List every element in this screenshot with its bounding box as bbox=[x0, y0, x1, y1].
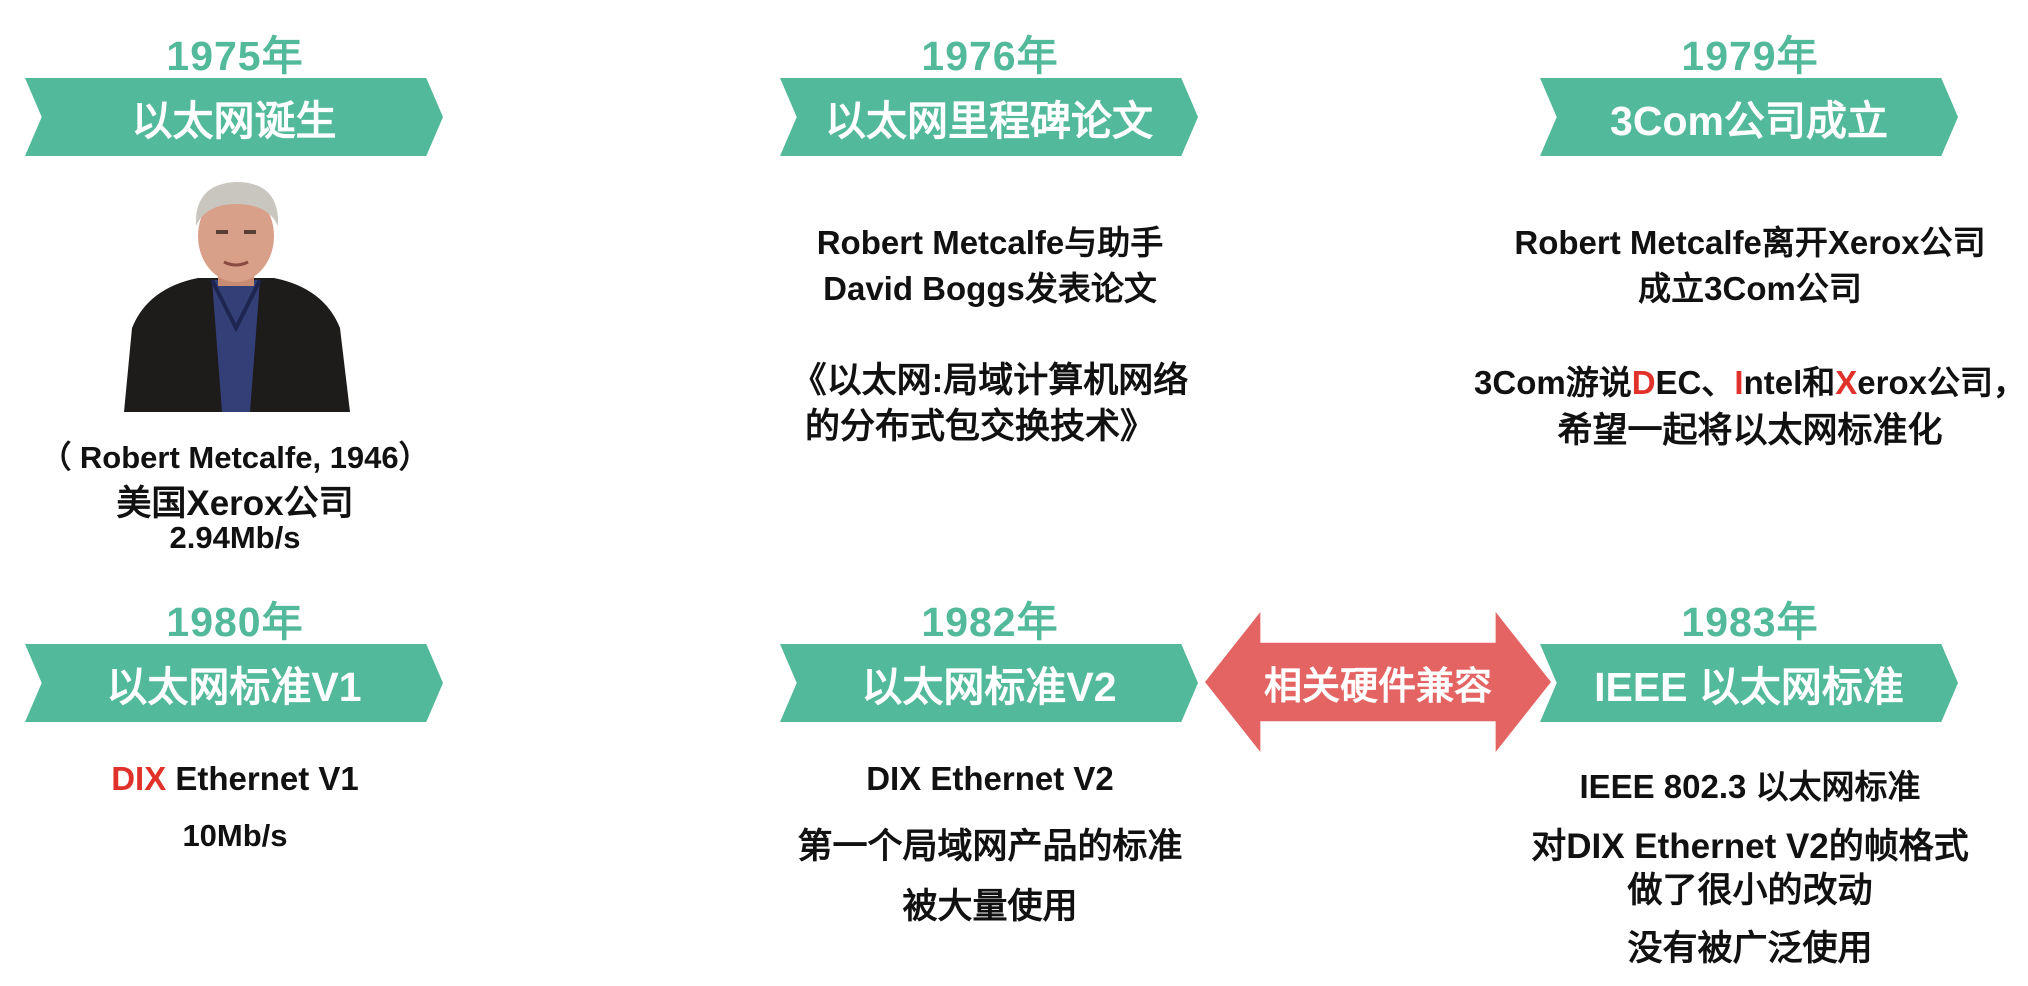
compatibility-label: 相关硬件兼容 bbox=[1263, 665, 1492, 708]
year-1980: 1980年 bbox=[166, 599, 304, 645]
metcalfe-left-xerox: Robert Metcalfe离开Xerox公司 bbox=[1514, 224, 1986, 261]
year-1979: 1979年 bbox=[1681, 33, 1819, 79]
frame-format-line: 对DIX Ethernet V2的帧格式 bbox=[1531, 827, 1969, 866]
founded-3com: 成立3Com公司 bbox=[1638, 270, 1862, 307]
minor-change-line: 做了很小的改动 bbox=[1627, 871, 1873, 910]
banner-1983-label: IEEE 以太网标准 bbox=[1594, 664, 1904, 710]
banner-1980: 以太网标准V1 bbox=[25, 644, 443, 722]
widely-used: 被大量使用 bbox=[902, 887, 1078, 926]
intel-initial: I bbox=[1734, 364, 1744, 401]
dix-v1-rest: Ethernet V1 bbox=[166, 760, 359, 797]
paper-authors-line: Robert Metcalfe与助手 bbox=[816, 224, 1164, 261]
dec-initial: D bbox=[1631, 364, 1656, 401]
banner-1976-label: 以太网里程碑论文 bbox=[825, 98, 1153, 144]
year-1983: 1983年 bbox=[1681, 599, 1819, 645]
banner-1979: 3Com公司成立 bbox=[1540, 78, 1958, 156]
year-1975: 1975年 bbox=[166, 33, 304, 79]
banner-1983: IEEE 以太网标准 bbox=[1540, 644, 1958, 722]
company-xerox: 美国Xerox公司 bbox=[116, 484, 354, 523]
ieee-8023-line: IEEE 802.3 以太网标准 bbox=[1579, 768, 1921, 805]
lobby-line: 3Com游说DEC、Intel和Xerox公司， bbox=[1450, 356, 2028, 404]
intel-rest: ntel和 bbox=[1743, 364, 1836, 401]
photo-caption: （ Robert Metcalfe, 1946） bbox=[40, 440, 430, 475]
first-lan-standard: 第一个局域网产品的标准 bbox=[797, 827, 1183, 866]
year-1982: 1982年 bbox=[921, 599, 1059, 645]
speed-10: 10Mb/s bbox=[182, 818, 288, 853]
lobby-prefix: 3Com游说 bbox=[1474, 364, 1632, 401]
banner-1980-label: 以太网标准V1 bbox=[106, 664, 362, 710]
dix-highlight: DIX bbox=[111, 760, 167, 797]
dix-v2-line: DIX Ethernet V2 bbox=[866, 760, 1114, 797]
speed-294: 2.94Mb/s bbox=[169, 520, 301, 555]
dix-v1-line: DIX Ethernet V1 bbox=[0, 760, 515, 798]
xerox-initial: X bbox=[1835, 364, 1858, 401]
paper-title-line1: 《以太网:局域计算机网络 bbox=[791, 361, 1189, 400]
dec-rest: EC、 bbox=[1655, 364, 1735, 401]
compatibility-double-arrow: 相关硬件兼容 bbox=[1205, 612, 1551, 752]
year-1976: 1976年 bbox=[921, 33, 1059, 79]
not-widely-used-line: 没有被广泛使用 bbox=[1627, 929, 1873, 968]
robert-metcalfe-photo bbox=[118, 178, 354, 412]
banner-1975-label: 以太网诞生 bbox=[131, 98, 337, 144]
banner-1982-label: 以太网标准V2 bbox=[861, 664, 1117, 710]
xerox-rest: erox公司， bbox=[1857, 364, 2026, 401]
banner-1982: 以太网标准V2 bbox=[780, 644, 1198, 722]
paper-title-line2: 的分布式包交换技术》 bbox=[804, 407, 1155, 446]
banner-1979-label: 3Com公司成立 bbox=[1610, 98, 1888, 144]
banner-1976: 以太网里程碑论文 bbox=[780, 78, 1198, 156]
banner-1975: 以太网诞生 bbox=[25, 78, 443, 156]
standardize-line: 希望一起将以太网标准化 bbox=[1557, 411, 1943, 450]
paper-published-line: David Boggs发表论文 bbox=[823, 270, 1157, 307]
